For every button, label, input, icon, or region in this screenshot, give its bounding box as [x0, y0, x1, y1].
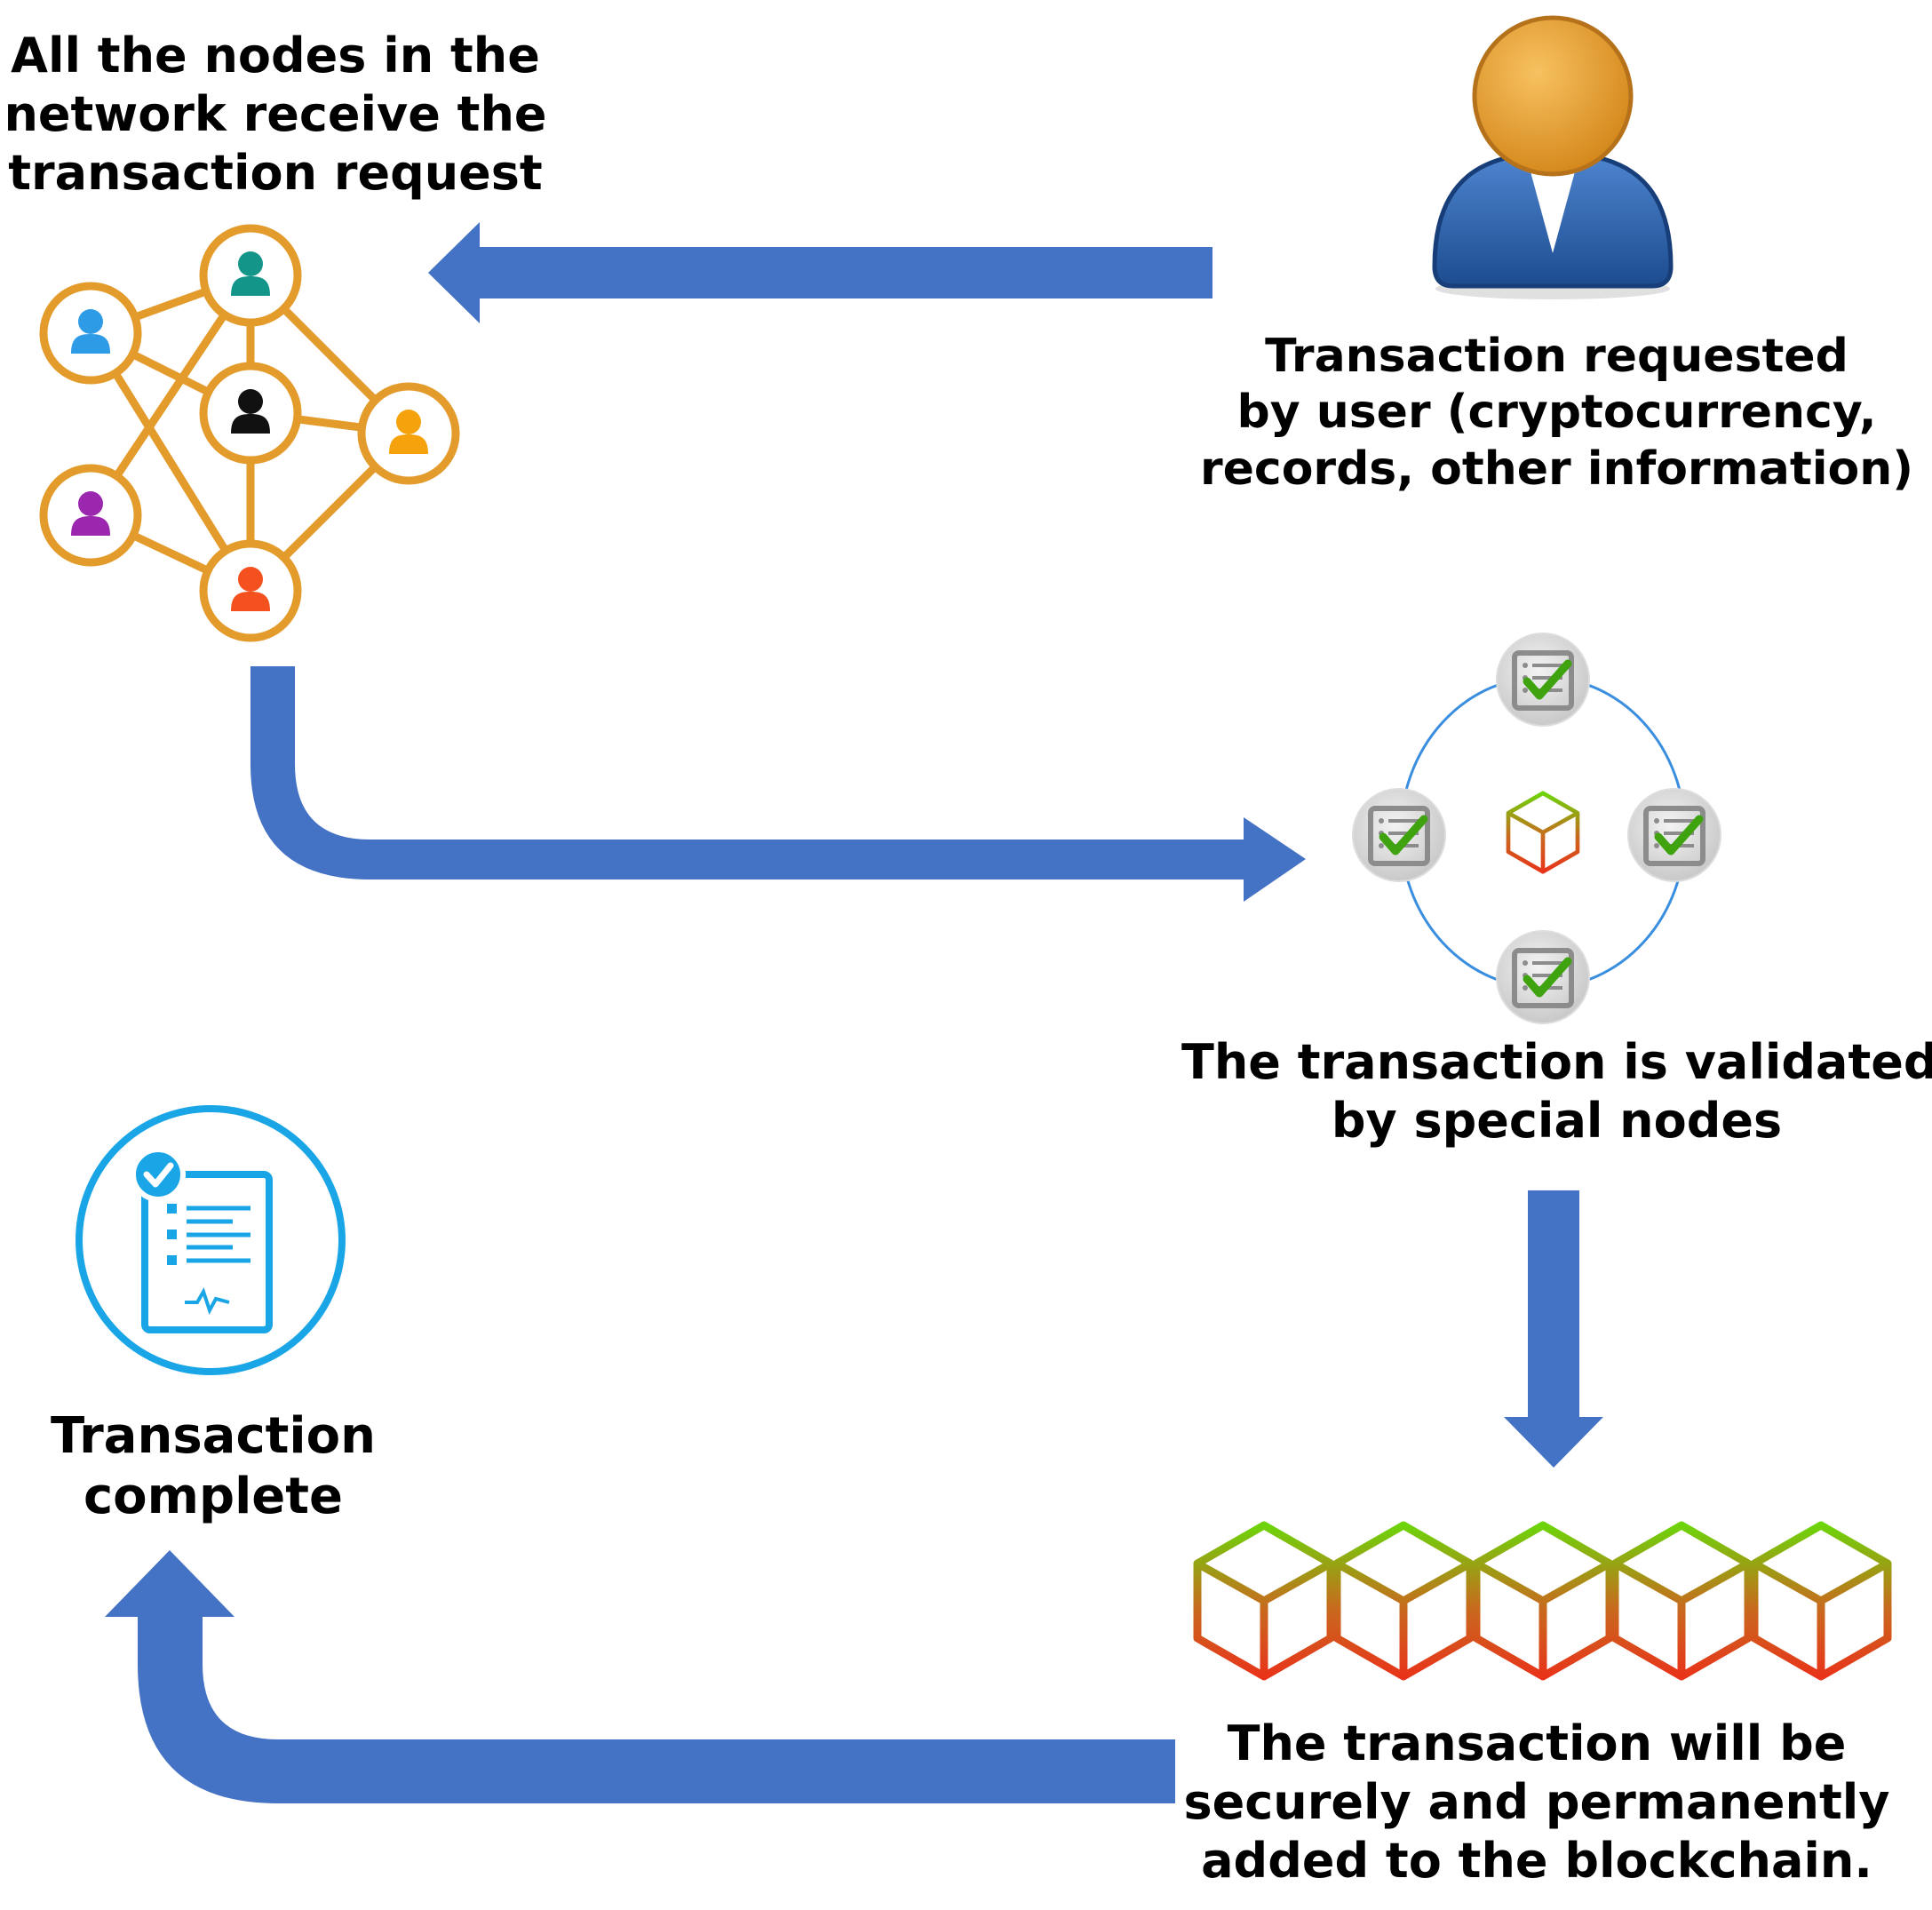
caption-line: securely and permanently	[1183, 1773, 1890, 1830]
caption-validated: The transaction is validated by special …	[1181, 1033, 1932, 1150]
network-icon	[39, 224, 460, 642]
checklist-icon	[76, 1105, 346, 1375]
blockchain-icons	[1197, 1525, 1888, 1676]
caption-line: The transaction will be	[1227, 1715, 1847, 1771]
arrow-network-to-validators	[250, 666, 1244, 879]
caption-line: complete	[83, 1468, 344, 1526]
user-avatar-icon	[1432, 15, 1674, 299]
caption-nodes-receive: All the nodes in the network receive the…	[0, 27, 551, 203]
caption-line: Transaction requested	[1265, 330, 1849, 383]
arrow-blockchain-to-complete	[105, 1550, 1175, 1803]
caption-line: records, other information)	[1199, 442, 1914, 496]
caption-line: All the nodes in the	[11, 28, 540, 84]
caption-line: by special nodes	[1331, 1092, 1783, 1149]
caption-transaction-complete: Transaction complete	[36, 1406, 391, 1528]
caption-line: by user (cryptocurrency,	[1236, 386, 1877, 440]
caption-line: Transaction	[51, 1407, 376, 1465]
arrow-network-to-validators-head	[1244, 817, 1306, 902]
caption-user-request: Transaction requested by user (cryptocur…	[1181, 329, 1932, 497]
caption-line: added to the blockchain.	[1201, 1832, 1872, 1889]
arrow-validators-to-blockchain	[1504, 1190, 1603, 1468]
caption-blockchain: The transaction will be securely and per…	[1155, 1715, 1919, 1890]
center-cube-icon	[1508, 793, 1578, 871]
caption-line: network receive the	[4, 85, 547, 142]
caption-line: transaction request	[8, 144, 543, 201]
caption-line: The transaction is validated	[1181, 1034, 1932, 1090]
arrow-user-to-network	[428, 222, 1212, 323]
